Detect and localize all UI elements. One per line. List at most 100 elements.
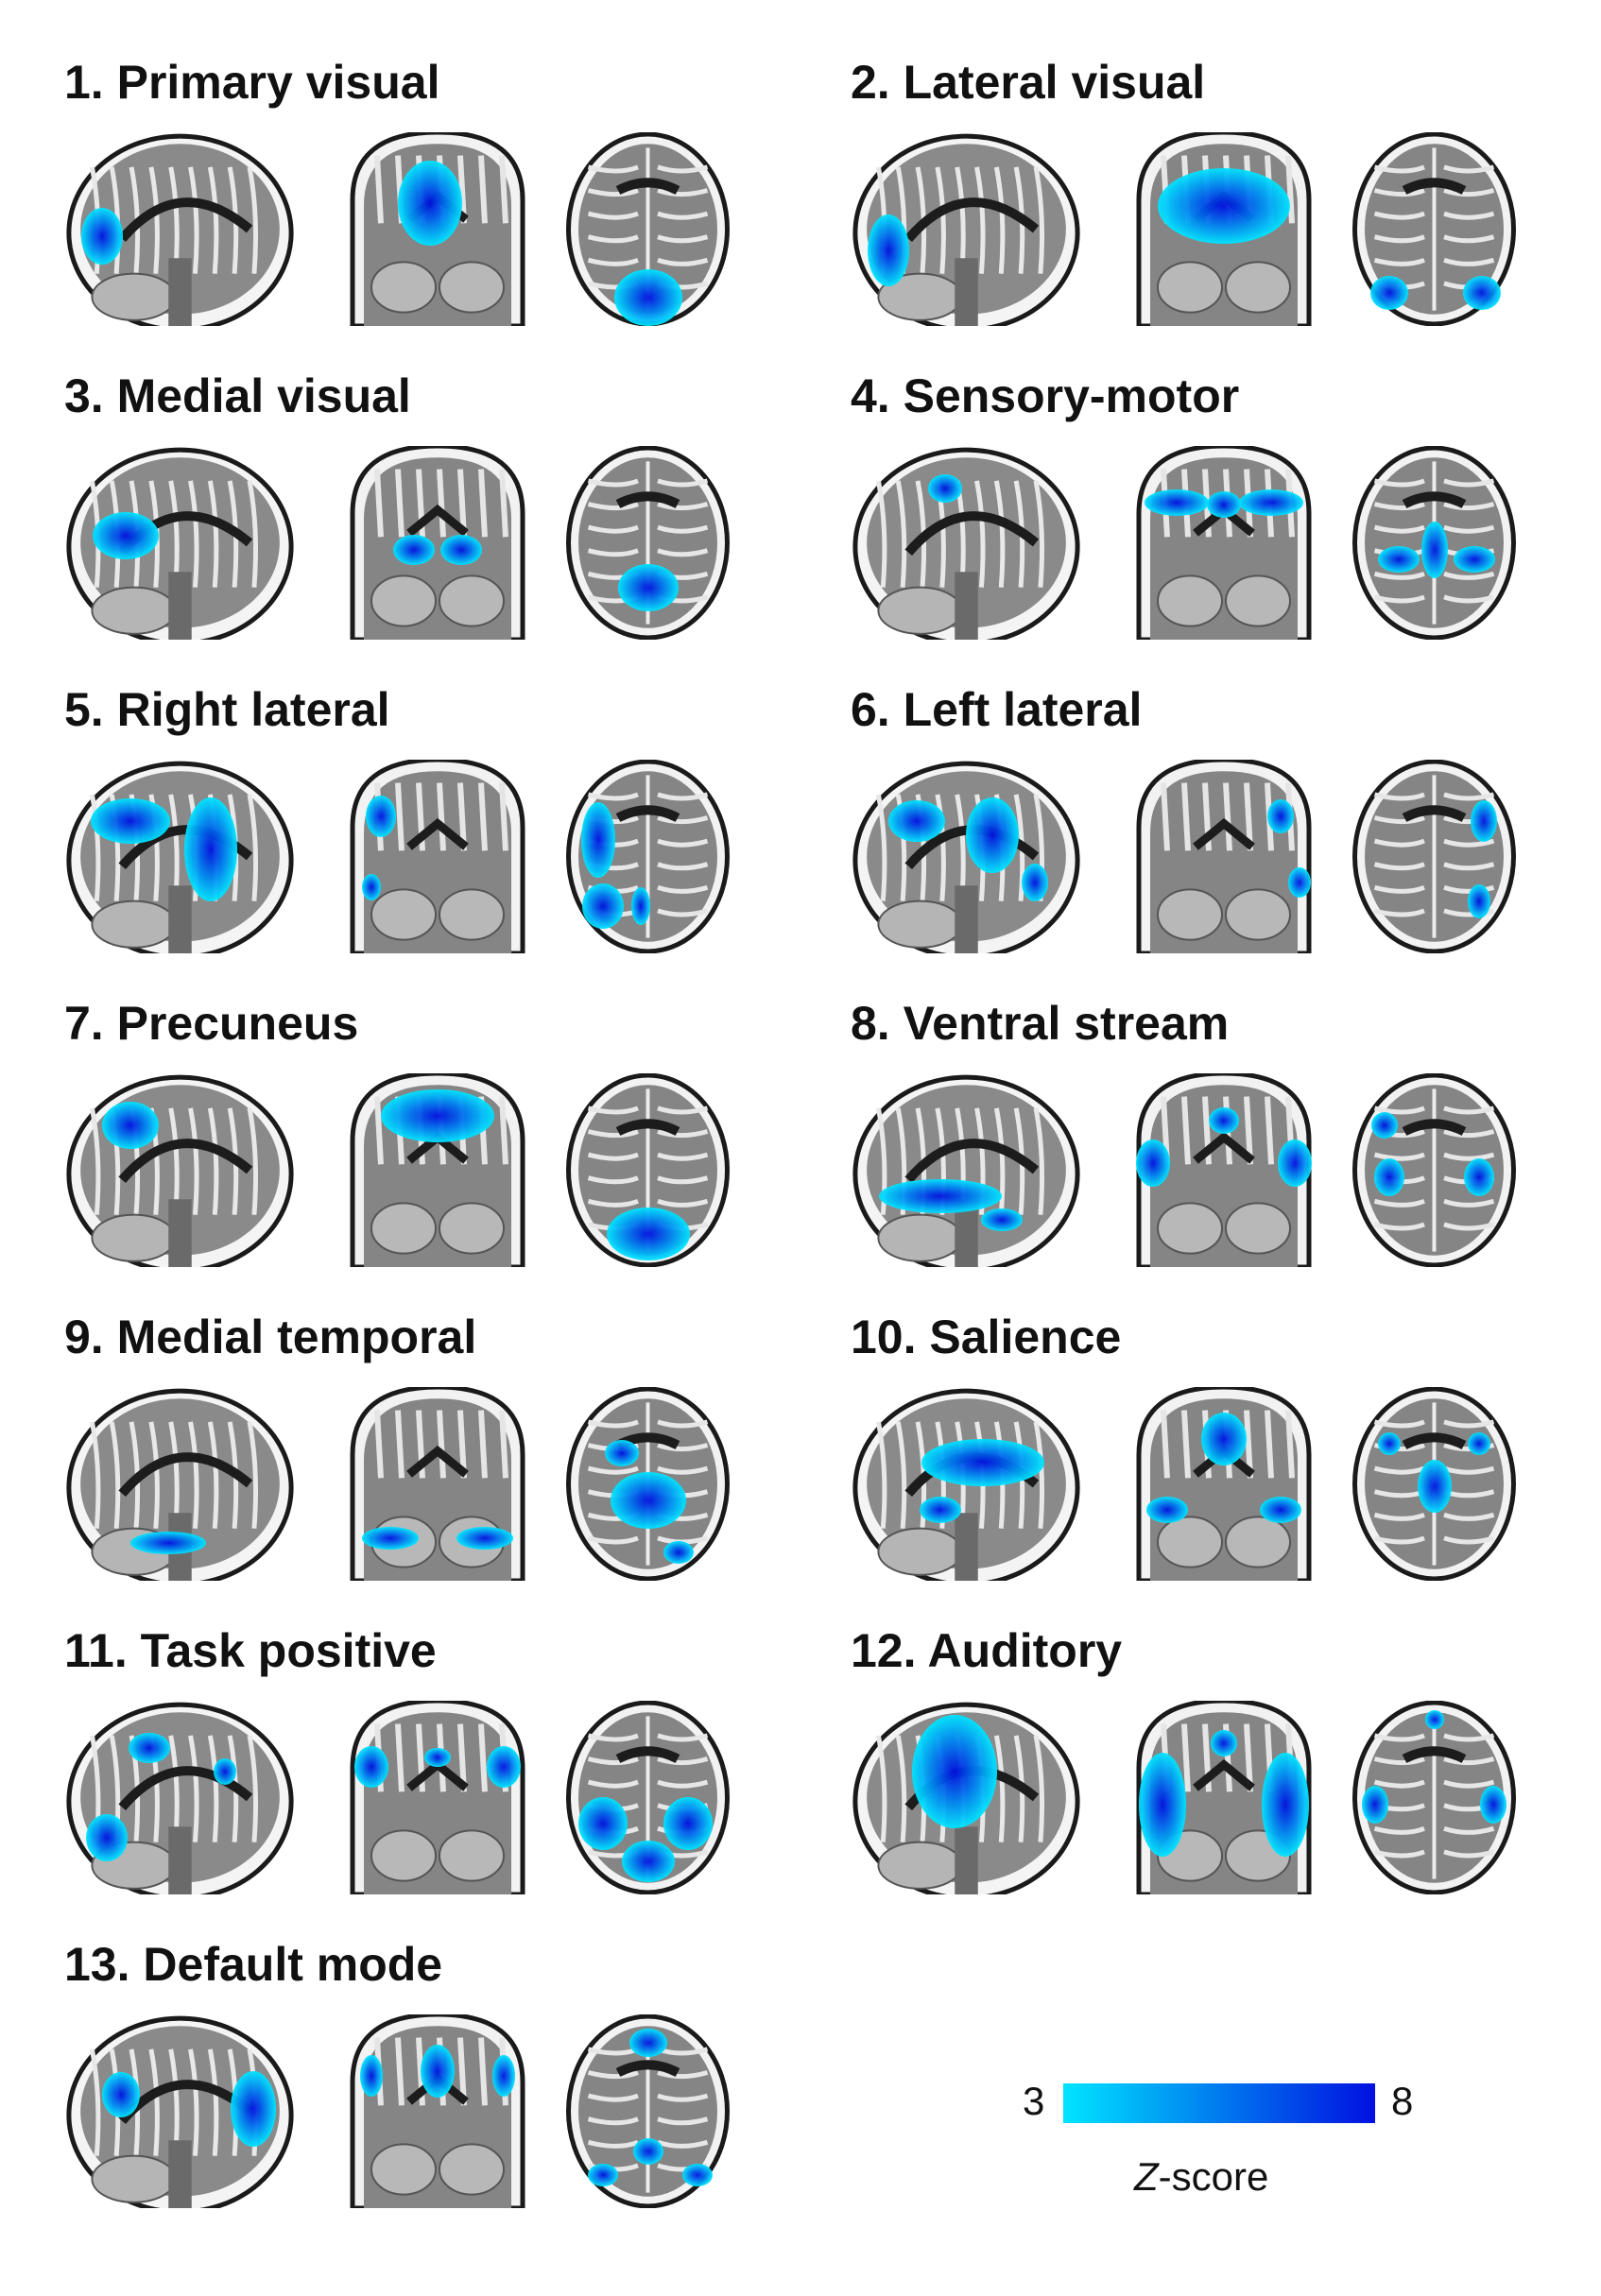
network-panel: 11. Task positive [64, 1627, 801, 1910]
activation-blob [1371, 1112, 1398, 1139]
activation-blob [487, 1746, 521, 1788]
activation-blob [91, 798, 170, 844]
coronal-view [343, 2014, 532, 2208]
activation-blob [231, 2071, 276, 2147]
activation-blob [381, 1089, 494, 1142]
activation-blob [966, 797, 1019, 873]
sagittal-view [851, 1701, 1082, 1894]
activation-blob [1207, 491, 1241, 518]
network-panel: 6. Left lateral [851, 686, 1588, 969]
axial-view [565, 760, 731, 953]
network-panel: 9. Medial temporal [64, 1313, 801, 1597]
activation-blob [582, 883, 624, 929]
activation-blob [1370, 276, 1408, 310]
axial-view [565, 132, 731, 326]
activation-blob [1262, 1753, 1309, 1857]
coronal-view [343, 132, 532, 326]
activation-blob [421, 2045, 455, 2098]
activation-blob [1209, 1107, 1239, 1134]
activation-blob [1362, 1786, 1388, 1824]
network-panel: 12. Auditory [851, 1627, 1588, 1910]
activation-blob [129, 1733, 170, 1763]
activation-blob [1022, 864, 1048, 901]
activation-blob [1146, 1497, 1188, 1523]
coronal-view [1129, 446, 1318, 640]
network-title: 1. Primary visual [64, 56, 440, 109]
activation-blob [663, 1797, 713, 1850]
brain-views [851, 760, 1588, 963]
activation-blob [682, 2164, 713, 2186]
activation-blob [1288, 867, 1311, 898]
activation-blob [633, 2138, 663, 2165]
activation-blob [631, 887, 650, 925]
network-panel: 1. Primary visual [64, 59, 801, 342]
activation-blob [398, 161, 462, 246]
sagittal-view [64, 1073, 296, 1267]
coronal-view [343, 760, 532, 953]
activation-blob [456, 1527, 513, 1550]
network-title: 6. Left lateral [851, 683, 1143, 736]
colorbar-legend: 3 8 Z-score [1011, 2074, 1413, 2216]
axial-view [565, 1701, 731, 1894]
brain-views [64, 760, 801, 963]
activation-blob [1260, 1497, 1301, 1523]
activation-blob [1464, 1158, 1494, 1196]
activation-blob [618, 564, 679, 611]
axial-view [1351, 132, 1517, 326]
activation-blob [86, 1814, 128, 1861]
network-panel: 5. Right lateral [64, 686, 801, 969]
activation-blob [81, 208, 123, 265]
activation-blob [1421, 522, 1448, 578]
coronal-view [343, 1701, 532, 1894]
activation-blob [663, 1541, 694, 1564]
colorbar-label-z: Z [1134, 2154, 1159, 2199]
activation-blob [93, 512, 159, 559]
activation-blob [1471, 800, 1497, 842]
activation-blob [629, 2029, 667, 2057]
activation-blob [614, 269, 682, 326]
coronal-view [343, 1387, 532, 1581]
network-title: 9. Medial temporal [64, 1311, 477, 1363]
network-title: 5. Right lateral [64, 683, 390, 736]
activation-blob [440, 535, 482, 565]
sagittal-view [64, 1387, 296, 1581]
activation-blob [1136, 1139, 1170, 1187]
sagittal-view [64, 760, 296, 953]
network-title: 2. Lateral visual [851, 56, 1206, 109]
activation-blob [1145, 489, 1209, 516]
colorbar-axis-label: Z-score [1134, 2157, 1268, 2197]
network-title: 3. Medial visual [64, 369, 411, 422]
activation-blob [130, 1532, 206, 1554]
axial-view [565, 1387, 731, 1581]
brain-views [64, 1701, 801, 1904]
coronal-view [343, 1073, 532, 1267]
activation-blob [888, 800, 945, 842]
activation-blob [1211, 1730, 1237, 1756]
activation-blob [588, 2164, 618, 2186]
activation-blob [1267, 799, 1294, 833]
brain-views [851, 1073, 1588, 1277]
network-title: 11. Task positive [64, 1624, 437, 1677]
sagittal-view [64, 1701, 296, 1894]
activation-blob [492, 2055, 515, 2097]
activation-blob [868, 214, 909, 286]
network-title: 12. Auditory [851, 1624, 1123, 1677]
colorbar-label-rest: -score [1158, 2154, 1269, 2199]
coronal-view [343, 446, 532, 640]
network-title: 7. Precuneus [64, 997, 359, 1050]
activation-blob [921, 1439, 1044, 1486]
sagittal-view [851, 1387, 1082, 1581]
activation-blob [607, 1208, 690, 1260]
activation-blob [360, 2055, 383, 2097]
activation-blob [1201, 1413, 1247, 1465]
activation-blob [578, 1797, 628, 1850]
axial-view [565, 2014, 731, 2208]
activation-blob [424, 1748, 451, 1767]
activation-blob [366, 796, 396, 837]
brain-views [64, 132, 801, 335]
axial-view [565, 446, 731, 640]
coronal-view [1129, 132, 1318, 326]
activation-blob [1468, 884, 1490, 918]
activation-blob [611, 1472, 686, 1529]
